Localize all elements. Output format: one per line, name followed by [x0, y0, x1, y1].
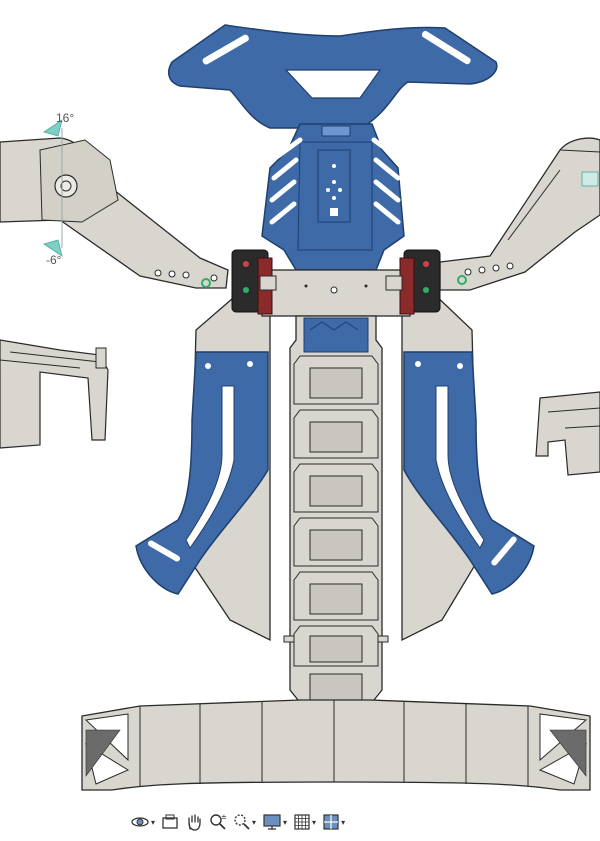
grid-dropdown-icon[interactable]: ▾ [312, 817, 317, 827]
waist-belt[interactable] [81, 699, 591, 791]
pan-button[interactable] [183, 810, 205, 834]
viewports-icon [322, 813, 340, 831]
left-blue-leg[interactable] [135, 351, 269, 595]
grid-icon [293, 813, 311, 831]
left-joint-marker [201, 278, 211, 288]
right-joint-marker [457, 275, 467, 285]
svg-text:±: ± [221, 813, 227, 821]
look-at-button[interactable] [159, 810, 181, 834]
lower-spine-segments[interactable] [283, 315, 389, 711]
zoom-window-icon [233, 813, 251, 831]
orbit-dropdown-icon[interactable]: ▾ [151, 817, 156, 827]
orbit-button[interactable]: ▾ [128, 810, 157, 834]
right-blue-leg[interactable] [403, 351, 535, 595]
upper-blue-ribs[interactable] [261, 123, 405, 271]
right-arm-linkage[interactable] [439, 137, 600, 291]
display-monitor-icon [262, 813, 282, 831]
angle-upper-label: 16° [56, 111, 74, 125]
top-blue-saddle[interactable] [167, 24, 498, 129]
zoom-icon: ± [209, 813, 227, 831]
viewports-dropdown-icon[interactable]: ▾ [341, 817, 346, 827]
viewports-button[interactable]: ▾ [320, 810, 347, 834]
right-detached-bracket[interactable] [535, 391, 600, 476]
right-hip-motor[interactable] [385, 249, 441, 315]
cad-viewport[interactable]: 16° -6° [0, 0, 600, 800]
display-dropdown-icon[interactable]: ▾ [283, 817, 288, 827]
display-settings-button[interactable]: ▾ [260, 810, 289, 834]
angle-lower-label: -6° [46, 253, 62, 267]
navigation-toolbar: ▾ ± ▾ ▾ ▾ ▾ [124, 808, 364, 836]
zoom-button[interactable]: ± [207, 810, 229, 834]
angle-manipulator[interactable]: 16° -6° [43, 111, 74, 267]
left-hip-motor[interactable] [231, 249, 277, 315]
orbit-icon [130, 813, 150, 831]
look-at-icon [161, 813, 179, 831]
fit-dropdown-icon[interactable]: ▾ [252, 817, 257, 827]
left-arm-linkage[interactable] [0, 137, 229, 289]
left-detached-bracket[interactable] [0, 339, 109, 449]
fit-button[interactable]: ▾ [231, 810, 258, 834]
hand-pan-icon [185, 813, 203, 831]
grid-snaps-button[interactable]: ▾ [291, 810, 318, 834]
hip-plate[interactable] [261, 269, 411, 317]
